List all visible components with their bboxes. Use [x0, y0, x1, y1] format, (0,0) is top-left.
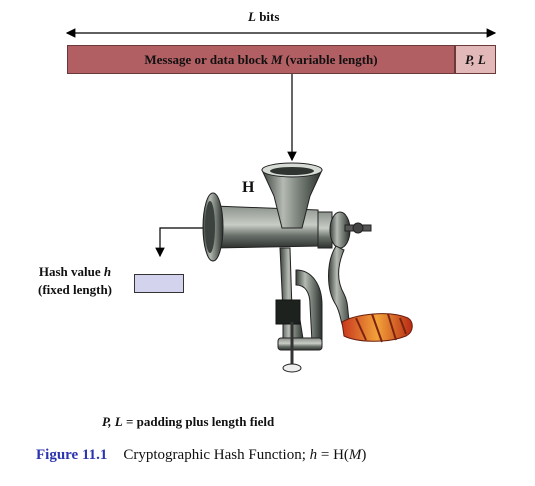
output-arrow — [155, 227, 210, 258]
padding-length-block: P, L — [455, 45, 496, 74]
padding-footnote: P, L = padding plus length field — [102, 414, 275, 429]
hash-function-label: H — [242, 179, 255, 196]
hash-value-box — [134, 274, 184, 293]
figure-caption: Figure 11.1 Cryptographic Hash Function; … — [36, 447, 366, 464]
length-label: L bits — [248, 9, 280, 24]
hash-value-label: Hash value h (fixed length) — [37, 264, 113, 297]
figure-number: Figure 11.1 — [36, 447, 108, 463]
meat-grinder-icon — [202, 162, 413, 373]
figure-title: Cryptographic Hash Function; h = H(M) — [123, 447, 367, 463]
message-block: Message or data block M (variable length… — [67, 45, 455, 74]
